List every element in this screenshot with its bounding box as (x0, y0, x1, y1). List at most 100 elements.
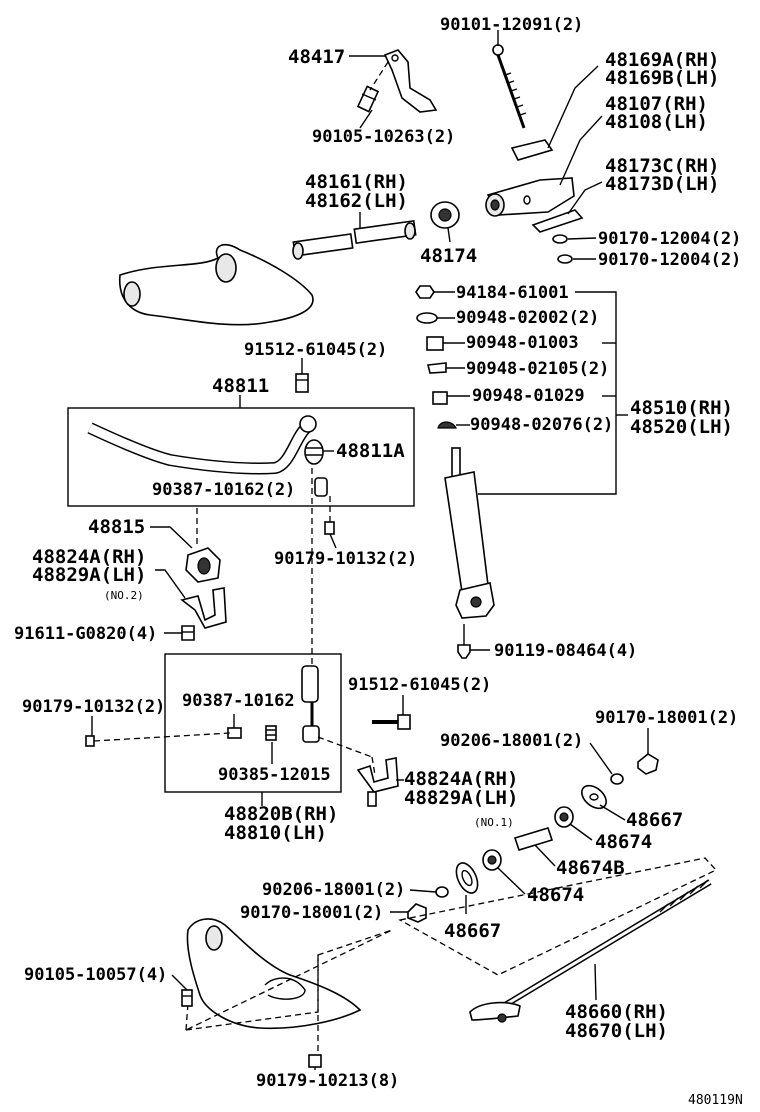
nut-90170-12004-b (557, 254, 573, 264)
bushing-48674-a (554, 806, 574, 828)
plate-48173 (531, 209, 584, 233)
label-48173D: 48173D(LH) (605, 173, 719, 195)
label-91611-G0820: 91611-G0820(4) (14, 624, 157, 644)
bracket-48824A-no1 (356, 757, 399, 807)
label-48674B: 48674B (556, 857, 625, 879)
label-48674-b: 48674 (527, 884, 584, 906)
box-48811 (67, 407, 415, 507)
label-90948-02105: 90948-02105(2) (466, 359, 609, 379)
label-48174: 48174 (420, 245, 477, 267)
label-48169B: 48169B(LH) (605, 67, 719, 89)
bushing-90385-12015 (265, 725, 277, 741)
washer-90948-02105 (427, 362, 447, 374)
bolt-91611-G0820 (181, 625, 195, 641)
bolt-91512-61045-a (295, 373, 309, 393)
upper-control-arm (119, 243, 314, 326)
catalog-code: 480119N (688, 1093, 743, 1108)
label-48829A-no2: 48829A(LH) (32, 564, 146, 586)
bolt-90105-10263 (356, 85, 380, 113)
lower-control-arm (186, 918, 362, 1030)
bolt-91512-61045-b (372, 714, 411, 730)
bushing-48674-b (482, 849, 502, 871)
bolt-90101-12091 (492, 44, 527, 129)
label-48660: 48660(RH) (565, 1001, 668, 1023)
stabilizer-bar-48811 (87, 415, 317, 475)
label-48824A-no2: 48824A(RH) (32, 546, 146, 568)
label-90206-18001-a: 90206-18001(2) (440, 731, 583, 751)
bushing-48174 (430, 201, 460, 229)
label-48674-a: 48674 (595, 831, 652, 853)
label-90948-01003: 90948-01003 (466, 333, 579, 353)
label-48824A-no1: 48824A(RH) (404, 768, 518, 790)
label-48108: 48108(LH) (605, 111, 708, 133)
label-94184-61001: 94184-61001 (456, 283, 569, 303)
nut-90179-10213 (308, 1054, 322, 1068)
label-90170-18001-b: 90170-18001(2) (240, 903, 383, 923)
label-90105-10263: 90105-10263(2) (312, 127, 455, 147)
shaft-48161 (292, 219, 417, 260)
label-90119-08464: 90119-08464(4) (494, 641, 637, 661)
nut-90170-18001-b (407, 903, 427, 923)
label-48107: 48107(RH) (605, 93, 708, 115)
bolt-90105-10057 (181, 989, 193, 1007)
bracket-48824A-no2 (180, 587, 227, 629)
collar-48674B (513, 827, 554, 851)
shock-absorber-48510 (444, 447, 495, 619)
nut-94184-61001 (415, 285, 435, 299)
label-48820B: 48820B(RH) (224, 803, 338, 825)
label-48173C: 48173C(RH) (605, 155, 719, 177)
bushing-48811A (304, 439, 324, 465)
label-no1: (NO.1) (474, 816, 514, 829)
nut-90170-18001-a (637, 753, 659, 775)
label-90170-12004-a: 90170-12004(2) (598, 229, 741, 249)
label-no2: (NO.2) (104, 589, 144, 602)
label-91512-61045-a: 91512-61045(2) (244, 340, 387, 360)
link-48820B (301, 665, 320, 743)
label-48670: 48670(LH) (565, 1020, 668, 1042)
label-48169A: 48169A(RH) (605, 49, 719, 71)
label-90105-10057: 90105-10057(4) (24, 965, 167, 985)
label-48667-b: 48667 (444, 920, 501, 942)
label-90179-10132-a: 90179-10132(2) (274, 549, 417, 569)
washer-90206-18001-b (435, 886, 449, 898)
label-48811A: 48811A (336, 440, 405, 462)
label-90385-12015: 90385-12015 (218, 765, 331, 785)
strut-rod-48660 (469, 879, 712, 1023)
label-48667-a: 48667 (626, 809, 683, 831)
label-91512-61045-b: 91512-61045(2) (348, 675, 491, 695)
label-48811: 48811 (212, 375, 269, 397)
bushing-90948-01003 (426, 336, 444, 351)
label-48815: 48815 (88, 516, 145, 538)
label-90206-18001-b: 90206-18001(2) (262, 880, 405, 900)
label-48829A-no1: 48829A(LH) (404, 787, 518, 809)
washer-90948-02002 (416, 312, 438, 324)
plate-48169 (510, 139, 554, 161)
retainer-48667-b (455, 862, 479, 894)
nut-90179-10132-a (324, 521, 335, 535)
label-90387-10162-b: 90387-10162 (182, 691, 295, 711)
label-48510: 48510(RH) (630, 397, 733, 419)
bracket-48417 (383, 49, 438, 113)
label-90179-10213: 90179-10213(8) (256, 1071, 399, 1091)
nut-90179-10132-b (85, 735, 95, 747)
cap-90387-10162-a (314, 477, 328, 497)
label-90179-10132-b: 90179-10132(2) (22, 697, 165, 717)
label-90387-10162-a: 90387-10162(2) (152, 480, 295, 500)
washer-90206-18001-a (610, 773, 624, 785)
retainer-48667-a (581, 784, 607, 810)
label-48161: 48161(RH) (305, 171, 408, 193)
bushing-90948-01029 (432, 391, 448, 405)
label-48162: 48162(LH) (305, 190, 408, 212)
label-48520: 48520(LH) (630, 416, 733, 438)
label-90948-02002: 90948-02002(2) (456, 308, 599, 328)
washer-90948-02076 (437, 421, 457, 429)
label-90170-18001-a: 90170-18001(2) (595, 708, 738, 728)
nut-90170-12004-a (552, 234, 568, 244)
cap-90387-10162-b (227, 727, 242, 739)
label-90948-02076: 90948-02076(2) (470, 415, 613, 435)
bracket-48815 (185, 547, 221, 583)
label-90101-12091: 90101-12091(2) (440, 15, 583, 35)
bushing-48107 (485, 177, 575, 217)
label-90170-12004-b: 90170-12004(2) (598, 250, 741, 270)
